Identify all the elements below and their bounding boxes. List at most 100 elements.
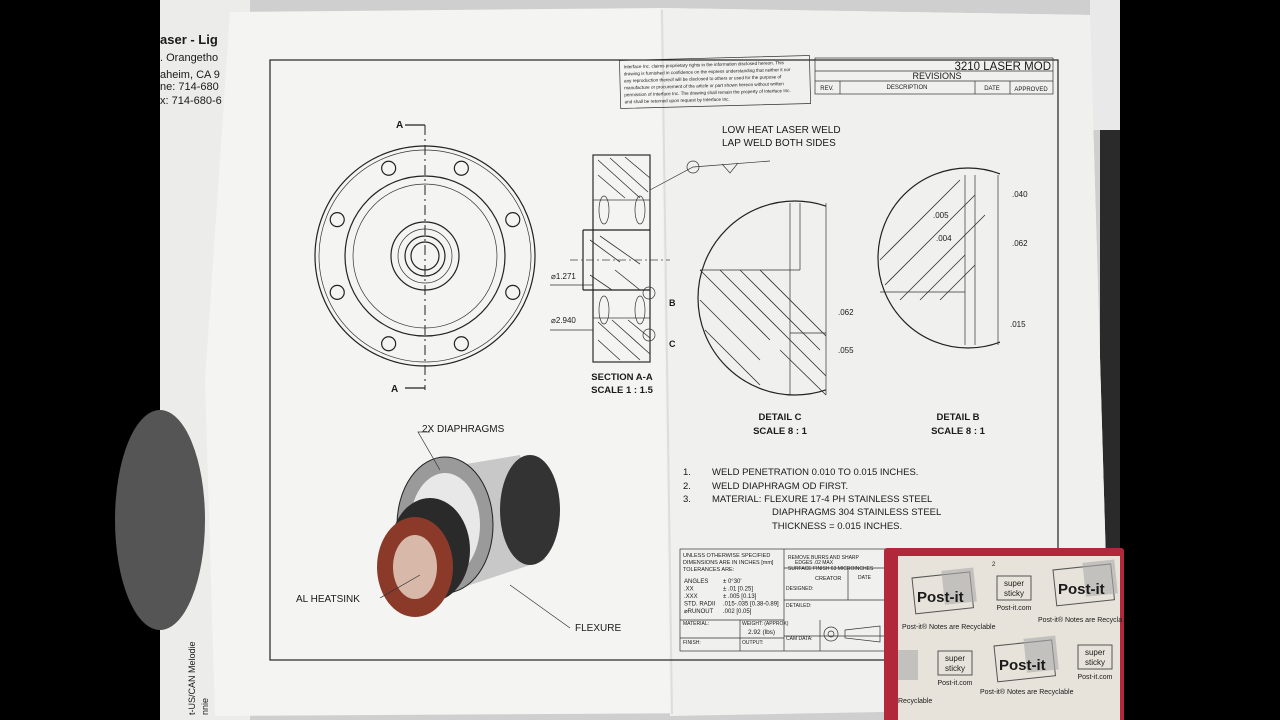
tb-text: DIMENSIONS ARE IN INCHES [mm] bbox=[683, 560, 774, 566]
description-column: DESCRIPTION bbox=[886, 85, 927, 91]
dim-outer-diameter: ⌀2.940 bbox=[551, 316, 576, 325]
note-text: THICKNESS = 0.015 INCHES. bbox=[772, 521, 902, 532]
dark-object bbox=[115, 410, 205, 630]
tolerance-value: .015-.035 [0.38-0.89] bbox=[723, 602, 779, 608]
detail-c-scale: SCALE 8 : 1 bbox=[753, 426, 808, 437]
tolerance-value: ± .005 [0.13] bbox=[723, 594, 757, 600]
tolerance-value: ± .01 [0.25] bbox=[723, 587, 753, 593]
disclaimer-line: permission of Interface Inc. The drawing… bbox=[624, 88, 790, 97]
callout-c: C bbox=[669, 339, 676, 349]
dim-inner-diameter: ⌀1.271 bbox=[551, 272, 576, 281]
detail-c-dim: .062 bbox=[838, 308, 854, 317]
detail-b-dim: .005 bbox=[933, 211, 949, 220]
tb-text: FINISH: bbox=[683, 640, 701, 646]
drawing-title: 3210 LASER MOD bbox=[954, 61, 1051, 73]
postit-slogan: Post-it® Notes are Recyclable bbox=[902, 623, 996, 631]
detail-b-title: DETAIL B bbox=[937, 412, 980, 423]
postit-brand: Post-it bbox=[1058, 581, 1105, 598]
weld-note-line: LAP WELD BOTH SIDES bbox=[722, 138, 836, 149]
tb-text: DATE bbox=[858, 575, 872, 581]
bg-doc-line: aheim, CA 9 bbox=[160, 69, 220, 81]
detail-b-dim: .004 bbox=[936, 234, 952, 243]
projection-symbol bbox=[844, 625, 881, 643]
tolerance-label: .XXX bbox=[684, 594, 698, 600]
approved-column: APPROVED bbox=[1014, 87, 1048, 93]
tb-text: REMOVE BURRS AND SHARP bbox=[788, 555, 860, 561]
postit-logo: Post-it bbox=[911, 567, 977, 615]
drawing-border bbox=[269, 59, 1059, 661]
tb-text: MATERIAL: bbox=[683, 621, 709, 627]
section-a-a-view: ⌀1.271 ⌀2.940 B C SECTION A-A SCALE 1 : … bbox=[550, 154, 676, 396]
postit-logo: Post-it bbox=[993, 635, 1059, 683]
bg-doc-bottom-text: t-US/CAN Melodie bbox=[187, 641, 197, 715]
tb-text: OUTPUT: bbox=[742, 640, 763, 646]
tb-text: TOLERANCES ARE: bbox=[683, 567, 735, 573]
bolt-hole bbox=[453, 160, 469, 176]
detail-b-view: .040 .005 .004 .062 .015 DETAIL B SCALE … bbox=[877, 167, 1028, 437]
tb-text: UNLESS OTHERWISE SPECIFIED bbox=[683, 553, 770, 559]
rev-column: REV. bbox=[820, 86, 834, 92]
isometric-view: 2X DIAPHRAGMS AL HEATSINK FLEXURE bbox=[296, 424, 621, 634]
bolt-hole bbox=[381, 160, 397, 176]
bg-doc-line: x: 714-680-6 bbox=[160, 95, 222, 107]
note-number: 2. bbox=[683, 481, 691, 492]
tolerance-value: .002 [0.05] bbox=[723, 609, 752, 615]
date-column: DATE bbox=[984, 86, 1000, 92]
detail-c-dim: .055 bbox=[838, 346, 854, 355]
disclaimer-line: and shall be returned upon request by In… bbox=[624, 97, 729, 105]
revision-block: 3210 LASER MOD REVISIONS REV. DESCRIPTIO… bbox=[814, 57, 1054, 95]
bolt-hole bbox=[505, 284, 521, 300]
weld-note: LOW HEAT LASER WELD LAP WELD BOTH SIDES bbox=[649, 125, 841, 191]
bolt-hole bbox=[329, 284, 345, 300]
bolt-hole bbox=[329, 212, 345, 228]
tb-text: DESIGNED: bbox=[786, 586, 814, 592]
bolt-hole bbox=[381, 336, 397, 352]
disclaimer-line: manufacture or procurement of the articl… bbox=[624, 81, 784, 90]
label-heatsink: AL HEATSINK bbox=[296, 594, 360, 605]
super-text: super bbox=[1085, 648, 1105, 657]
note-text: WELD PENETRATION 0.010 TO 0.015 INCHES. bbox=[712, 467, 918, 478]
sticky-text: sticky bbox=[1085, 658, 1105, 667]
postit-slogan: Recyclable bbox=[898, 698, 932, 705]
postit-brand: Post-it bbox=[999, 657, 1046, 674]
tolerance-value: ± 0°30' bbox=[723, 579, 742, 585]
page-number: 2 bbox=[992, 562, 996, 568]
bg-doc-line: ne: 714-680 bbox=[160, 81, 219, 93]
disclaimer-line: any reproduction thereof will be disclos… bbox=[624, 74, 782, 83]
bg-doc-line: aser - Lig bbox=[160, 32, 218, 47]
tb-text: DETAILED: bbox=[786, 603, 811, 609]
tb-text: SURFACE FINISH 63 MICROINCHES bbox=[788, 566, 874, 572]
section-title: SECTION A-A bbox=[591, 372, 653, 383]
tolerance-label: .XX bbox=[684, 587, 694, 593]
label-flexure: FLEXURE bbox=[575, 623, 621, 634]
tolerance-label: STD. RADII bbox=[684, 602, 716, 608]
detail-c-title: DETAIL C bbox=[759, 412, 802, 423]
postit-site: Post-it.com bbox=[1077, 674, 1112, 681]
sticky-text: sticky bbox=[1004, 589, 1024, 598]
note-text: MATERIAL: FLEXURE 17-4 PH STAINLESS STEE… bbox=[712, 494, 932, 505]
postit-slogan: Post-it® Notes are Recycla bbox=[1038, 616, 1122, 624]
label-diaphragms: 2X DIAPHRAGMS bbox=[422, 424, 505, 435]
drawing-sheet: Interface Inc. claims proprietary rights… bbox=[205, 8, 1110, 716]
section-scale: SCALE 1 : 1.5 bbox=[591, 385, 653, 396]
bg-doc-bottom-text: nnie bbox=[200, 698, 210, 715]
callout-b: B bbox=[669, 298, 676, 308]
drawing-notes: 1. WELD PENETRATION 0.010 TO 0.015 INCHE… bbox=[683, 467, 941, 532]
sticky-text: sticky bbox=[945, 664, 965, 673]
bg-doc-line: . Orangetho bbox=[160, 52, 218, 64]
note-number: 1. bbox=[683, 467, 691, 478]
weld-note-line: LOW HEAT LASER WELD bbox=[722, 125, 841, 136]
postit-logo: Post-it bbox=[1052, 559, 1118, 607]
revisions-heading: REVISIONS bbox=[912, 71, 961, 81]
tb-weight: 2.92 (lbs) bbox=[748, 629, 775, 636]
section-label-a-top: A bbox=[396, 120, 403, 131]
note-text: WELD DIAPHRAGM OD FIRST. bbox=[712, 481, 848, 492]
title-block: UNLESS OTHERWISE SPECIFIED DIMENSIONS AR… bbox=[679, 548, 891, 652]
postit-site: Post-it.com bbox=[937, 680, 972, 687]
postit-site: Post-it.com bbox=[996, 605, 1031, 612]
disclaimer-line: drawing is furnished in confidence on th… bbox=[624, 67, 791, 76]
tolerance-label: ANGLES bbox=[684, 579, 708, 585]
